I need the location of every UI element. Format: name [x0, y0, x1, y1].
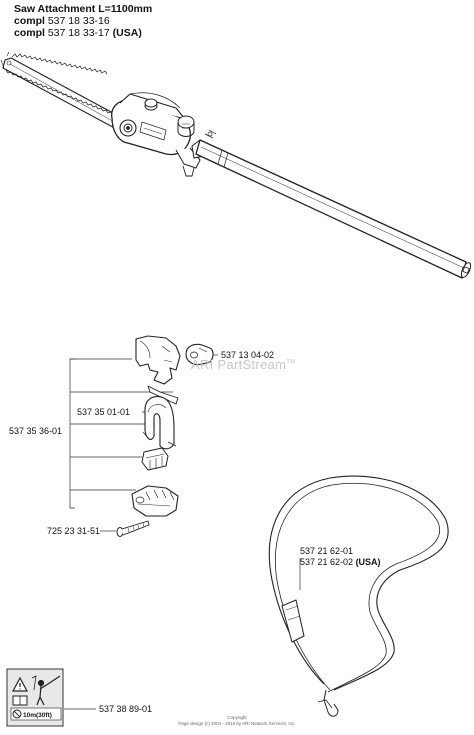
watermark: ARI PartStreamTM	[191, 357, 296, 372]
diagram-title-block: Saw Attachment L=1100mm compl 537 18 33-…	[14, 3, 152, 39]
warning-decal: 10m(30ft)	[6, 668, 64, 727]
d-clamp	[142, 395, 177, 450]
compl-label-usa: compl	[14, 27, 45, 39]
clip-part	[141, 447, 169, 471]
label-decal: 537 38 89-01	[99, 704, 153, 714]
footer-line2: Page design (c) 2004 - 2016 by ARI Netwo…	[178, 720, 296, 726]
strap-loop-inner	[274, 482, 440, 693]
harness-strap-drawing	[268, 475, 449, 717]
gear-housing	[111, 92, 217, 177]
label-cap: 537 13 04-02	[221, 350, 275, 360]
kit-bracket	[69, 358, 75, 509]
guide-bar	[0, 51, 127, 133]
footer-line1: Copyright	[227, 715, 247, 720]
label-strap-1: 537 21 62-01	[300, 546, 354, 556]
upper-handle-half	[135, 335, 181, 405]
strap-buckle	[281, 599, 305, 643]
watermark-tm: TM	[286, 359, 296, 366]
diagram-title: Saw Attachment L=1100mm	[14, 3, 153, 15]
end-cap	[185, 343, 214, 366]
handle-kit-parts	[116, 335, 214, 537]
watermark-text: ARI PartStream	[191, 357, 287, 372]
label-kit: 537 35 36-01	[9, 426, 63, 436]
label-strap-2-number: 537 21 62-02	[300, 557, 354, 567]
label-strap: 537 21 62-01 537 21 62-02 (USA)	[300, 546, 381, 568]
lower-handle-half	[131, 485, 179, 517]
assembly-number: 537 18 33-16	[47, 15, 110, 27]
copyright-footer: Copyright Page design (c) 2004 - 2016 by…	[0, 715, 474, 726]
compl-label: compl	[14, 15, 45, 27]
saw-attachment-drawing	[0, 51, 472, 279]
label-clamp: 537 35 01-01	[77, 407, 131, 417]
label-screw: 725 23 31-51	[47, 526, 101, 536]
screw	[116, 520, 150, 537]
decal-distance-text: 10m(30ft)	[23, 712, 52, 719]
assembly-number-usa: 537 18 33-17	[47, 27, 110, 39]
assembly-number-usa-line: compl 537 18 33-17 (USA)	[14, 27, 152, 39]
assembly-number-line: compl 537 18 33-16	[14, 15, 152, 27]
shaft-tube	[195, 139, 472, 279]
label-strap-2: 537 21 62-02 (USA)	[300, 557, 381, 568]
strap-hook	[323, 689, 339, 717]
label-strap-2-suffix: (USA)	[355, 557, 381, 567]
strap-loop-outer	[268, 475, 449, 691]
usa-suffix: (USA)	[112, 27, 142, 39]
